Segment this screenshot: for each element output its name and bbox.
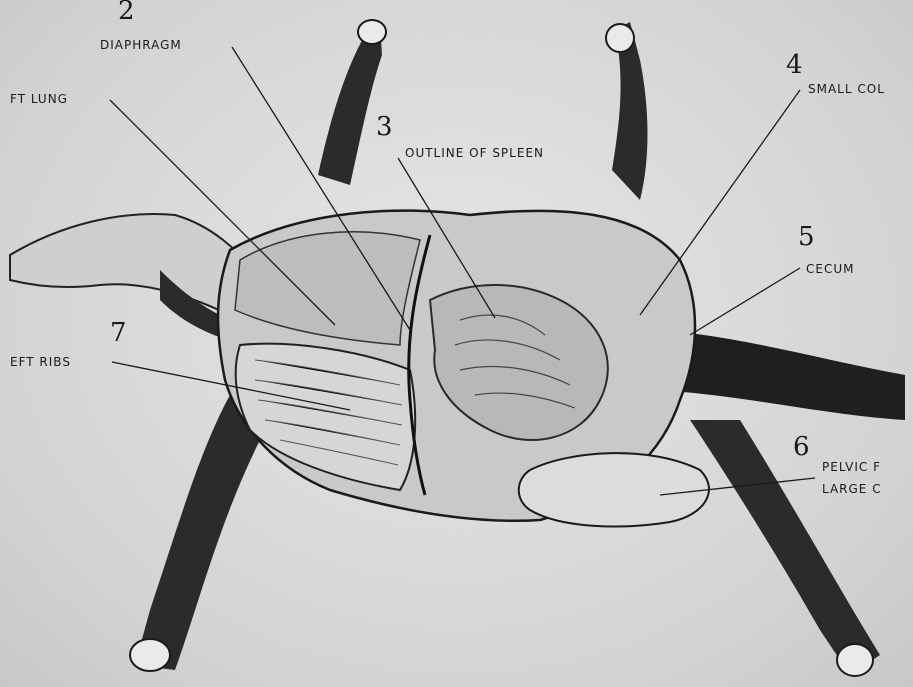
ribs-region xyxy=(236,344,416,490)
hoof-bottom-left xyxy=(130,639,170,671)
label-outline-of-spleen: OUTLINE OF SPLEEN xyxy=(405,146,544,160)
label-pelvic-flexure-line2: LARGE C xyxy=(822,482,882,496)
label-left-ribs: EFT RIBS xyxy=(10,355,71,369)
label-diaphragm: DIAPHRAGM xyxy=(100,38,182,52)
label-small-colon: SMALL COL xyxy=(808,82,885,96)
callout-number-4: 4 xyxy=(786,50,803,80)
label-pelvic-flexure-line1: PELVIC F xyxy=(822,460,881,474)
label-left-lung: FT LUNG xyxy=(10,92,68,106)
hoof-bottom-right xyxy=(837,644,873,676)
hoof-top-right xyxy=(606,24,634,52)
pelvic-flexure xyxy=(519,453,709,526)
callout-number-7: 7 xyxy=(110,318,127,348)
front-leg-upper xyxy=(318,25,382,185)
callout-number-3: 3 xyxy=(376,112,393,142)
leader-small-colon xyxy=(640,90,800,315)
leader-cecum xyxy=(690,268,800,335)
hoof-top-left xyxy=(358,20,386,44)
label-cecum: CECUM xyxy=(806,262,854,276)
callout-number-5: 5 xyxy=(798,222,815,252)
callout-number-2: 2 xyxy=(118,0,135,26)
callout-number-6: 6 xyxy=(793,432,810,462)
front-leg-lower xyxy=(135,395,260,670)
hind-leg-lower xyxy=(690,420,880,675)
